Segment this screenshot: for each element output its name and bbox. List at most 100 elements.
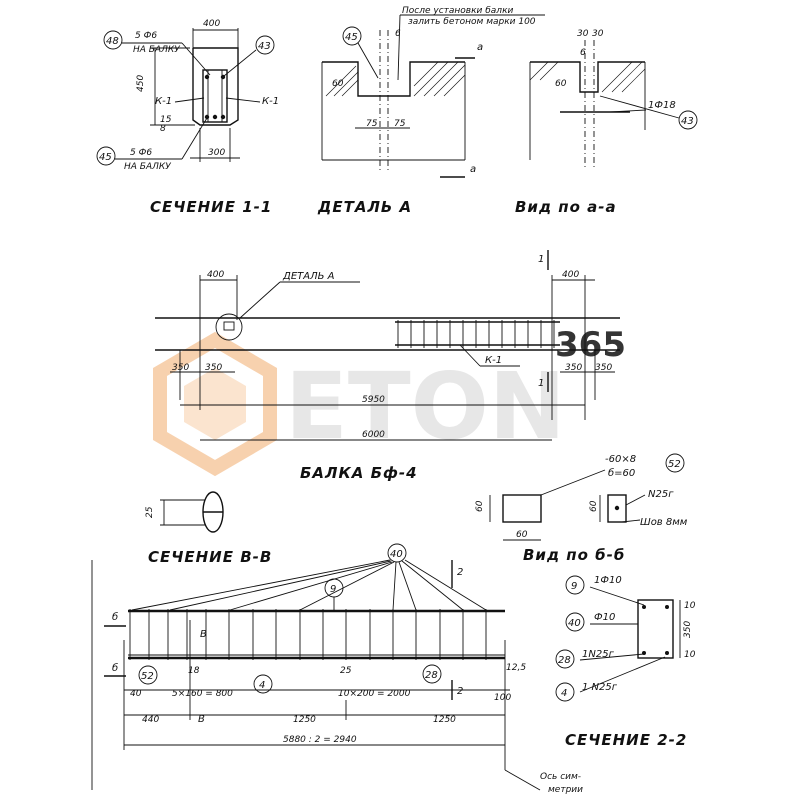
frame-spacing-1: 5×160 = 800 bbox=[172, 689, 233, 699]
frame-cut-2a: 2 bbox=[457, 567, 463, 578]
sec22-label-40: Ф10 bbox=[594, 612, 615, 623]
detA-dim-75b: 75 bbox=[394, 119, 406, 129]
sec22-pos-9: 9 bbox=[571, 581, 577, 592]
title-view-b-b: Вид по б-б bbox=[523, 546, 625, 564]
sec11-dim-8: 8 bbox=[160, 124, 166, 134]
sec22-pos-4: 4 bbox=[561, 688, 567, 699]
watermark-accent: 365 bbox=[555, 325, 626, 365]
sec22-label-28: 1N25г bbox=[582, 649, 615, 660]
title-beam: БАЛКА Бф-4 bbox=[300, 464, 418, 482]
detA-alpha-top: а bbox=[477, 42, 483, 53]
frame-v1: В bbox=[200, 629, 207, 640]
frame-pos-28: 28 bbox=[425, 670, 438, 681]
detA-pos-45: 45 bbox=[345, 32, 358, 43]
viewBB-dim-60b: 60 bbox=[516, 530, 528, 540]
viewAA-pos-43: 43 bbox=[681, 116, 694, 127]
frame-dim-25: 25 bbox=[340, 666, 352, 676]
beam-cut-1b: 1 bbox=[538, 378, 544, 389]
beam-detail-label: ДЕТАЛЬ А bbox=[282, 271, 335, 282]
beam-cut-1a: 1 bbox=[538, 254, 544, 265]
sec22-pos-28: 28 bbox=[558, 655, 571, 666]
beam-stirrups bbox=[397, 320, 555, 348]
section-1-1: 400 450 300 48 5 Ф6 НА БАЛКУ 43 45 5 Ф bbox=[96, 19, 279, 216]
viewBB-dim-60c: 60 bbox=[589, 500, 599, 512]
beam-dim-400b: 400 bbox=[562, 270, 579, 280]
frame-dim-18: 18 bbox=[188, 666, 200, 676]
frame-dim-12-5: 12,5 bbox=[506, 663, 526, 673]
title-view-a-a: Вид по а-а bbox=[515, 198, 617, 216]
viewAA-dim-60: 60 bbox=[555, 79, 567, 89]
beam-span-5950: 5950 bbox=[362, 395, 385, 405]
frame-pos-4: 4 bbox=[259, 680, 265, 691]
frame-axis-2: метрии bbox=[548, 785, 583, 795]
sec11-dim-400: 400 bbox=[203, 19, 220, 29]
title-section-2-2: СЕЧЕНИЕ 2-2 bbox=[565, 731, 687, 749]
sec22-dim-350: 350 bbox=[683, 621, 693, 638]
beam-span-6000: 6000 bbox=[362, 430, 385, 440]
frame-b1: б bbox=[112, 611, 118, 623]
sec11-pos-45: 45 bbox=[99, 152, 112, 163]
sec11-bar-bot: 5 Ф6 bbox=[130, 148, 152, 158]
beam-elevation: 400 400 ДЕТАЛЬ А К-1 bbox=[155, 250, 620, 482]
beam-dim-350d: 350 bbox=[595, 363, 612, 373]
detail-a: После установки балки залить бетоном мар… bbox=[317, 6, 545, 216]
sec11-pos-43: 43 bbox=[258, 41, 271, 52]
detA-hatch bbox=[325, 61, 466, 97]
sec11-k1-left: К-1 bbox=[155, 96, 172, 107]
beam-dim-350c: 350 bbox=[565, 363, 582, 373]
title-section-1-1: СЕЧЕНИЕ 1-1 bbox=[150, 198, 272, 216]
sec22-label-9: 1Ф10 bbox=[594, 575, 622, 586]
sec11-bar-top-sub: НА БАЛКУ bbox=[133, 45, 180, 55]
frame-v2: В bbox=[198, 714, 205, 725]
beam-dim-350b: 350 bbox=[205, 363, 222, 373]
viewAA-hatch bbox=[529, 61, 646, 93]
viewBB-weld: Шов 8мм bbox=[640, 517, 688, 528]
detA-note1: После установки балки bbox=[402, 6, 513, 16]
frame-dim-100: 100 bbox=[494, 693, 511, 703]
frame-stirrups bbox=[129, 609, 487, 660]
section-2-2: 350 10 10 9 1Ф10 40 Ф10 28 1N25г 4 1 N25… bbox=[555, 575, 696, 749]
sec22-label-4: 1 N25г bbox=[582, 682, 618, 693]
beam-dim-350a: 350 bbox=[172, 363, 189, 373]
detA-dim-75a: 75 bbox=[366, 119, 378, 129]
view-a-a: 30 30 60 6 1Ф18 43 Вид по а-а bbox=[515, 29, 698, 216]
title-section-b-b: СЕЧЕНИЕ В-В bbox=[148, 548, 272, 566]
sec11-dim-15: 15 bbox=[160, 115, 172, 125]
sec22-dim-10b: 10 bbox=[684, 650, 696, 660]
sec11-bar-bot-sub: НА БАЛКУ bbox=[124, 162, 171, 172]
detA-note2: залить бетоном марки 100 bbox=[408, 17, 536, 27]
viewAA-dim-30b: 30 bbox=[592, 29, 604, 39]
sec11-dim-450: 450 bbox=[136, 75, 146, 92]
viewBB-plate1: -60×8 bbox=[605, 454, 636, 465]
secBB-dim-25: 25 bbox=[145, 506, 155, 518]
viewBB-angle: N25г bbox=[648, 489, 674, 500]
sec11-pos-48: 48 bbox=[106, 36, 119, 47]
sec11-k1-right: К-1 bbox=[262, 96, 279, 107]
view-b-b: -60×8 б=60 52 60 60 60 N25г Шов 8мм Вид … bbox=[475, 453, 688, 564]
frame-pos-9: 9 bbox=[330, 584, 336, 595]
title-detail-a: ДЕТАЛЬ А bbox=[317, 198, 412, 216]
viewBB-pos-52: 52 bbox=[668, 459, 681, 470]
beam-k1: К-1 bbox=[485, 355, 502, 366]
frame-spacing-2: 10×200 = 2000 bbox=[338, 689, 411, 699]
frame-b2: б bbox=[112, 662, 118, 674]
frame-axis-1: Ось сим- bbox=[540, 772, 581, 782]
frame-cut-2b: 2 bbox=[457, 686, 463, 697]
detA-dim-60: 60 bbox=[332, 79, 344, 89]
frame-dim-1250a: 1250 bbox=[293, 715, 316, 725]
sec22-dim-10a: 10 bbox=[684, 601, 696, 611]
frame-pos-52: 52 bbox=[141, 671, 154, 682]
frame-total: 5880 : 2 = 2940 bbox=[283, 735, 357, 745]
frame-dim-440: 440 bbox=[142, 715, 159, 725]
sec11-bar-top: 5 Ф6 bbox=[135, 31, 157, 41]
sec11-dim-300: 300 bbox=[208, 148, 225, 158]
hexagon-logo-icon bbox=[153, 331, 277, 477]
frame-dim-1250b: 1250 bbox=[433, 715, 456, 725]
viewBB-plate2: б=60 bbox=[608, 467, 635, 479]
sec22-pos-40: 40 bbox=[568, 618, 581, 629]
beam-dim-400a: 400 bbox=[207, 270, 224, 280]
viewBB-dim-60a: 60 bbox=[475, 500, 485, 512]
section-b-b: 25 СЕЧЕНИЕ В-В bbox=[145, 491, 272, 566]
watermark: ETON 365 bbox=[153, 325, 626, 477]
